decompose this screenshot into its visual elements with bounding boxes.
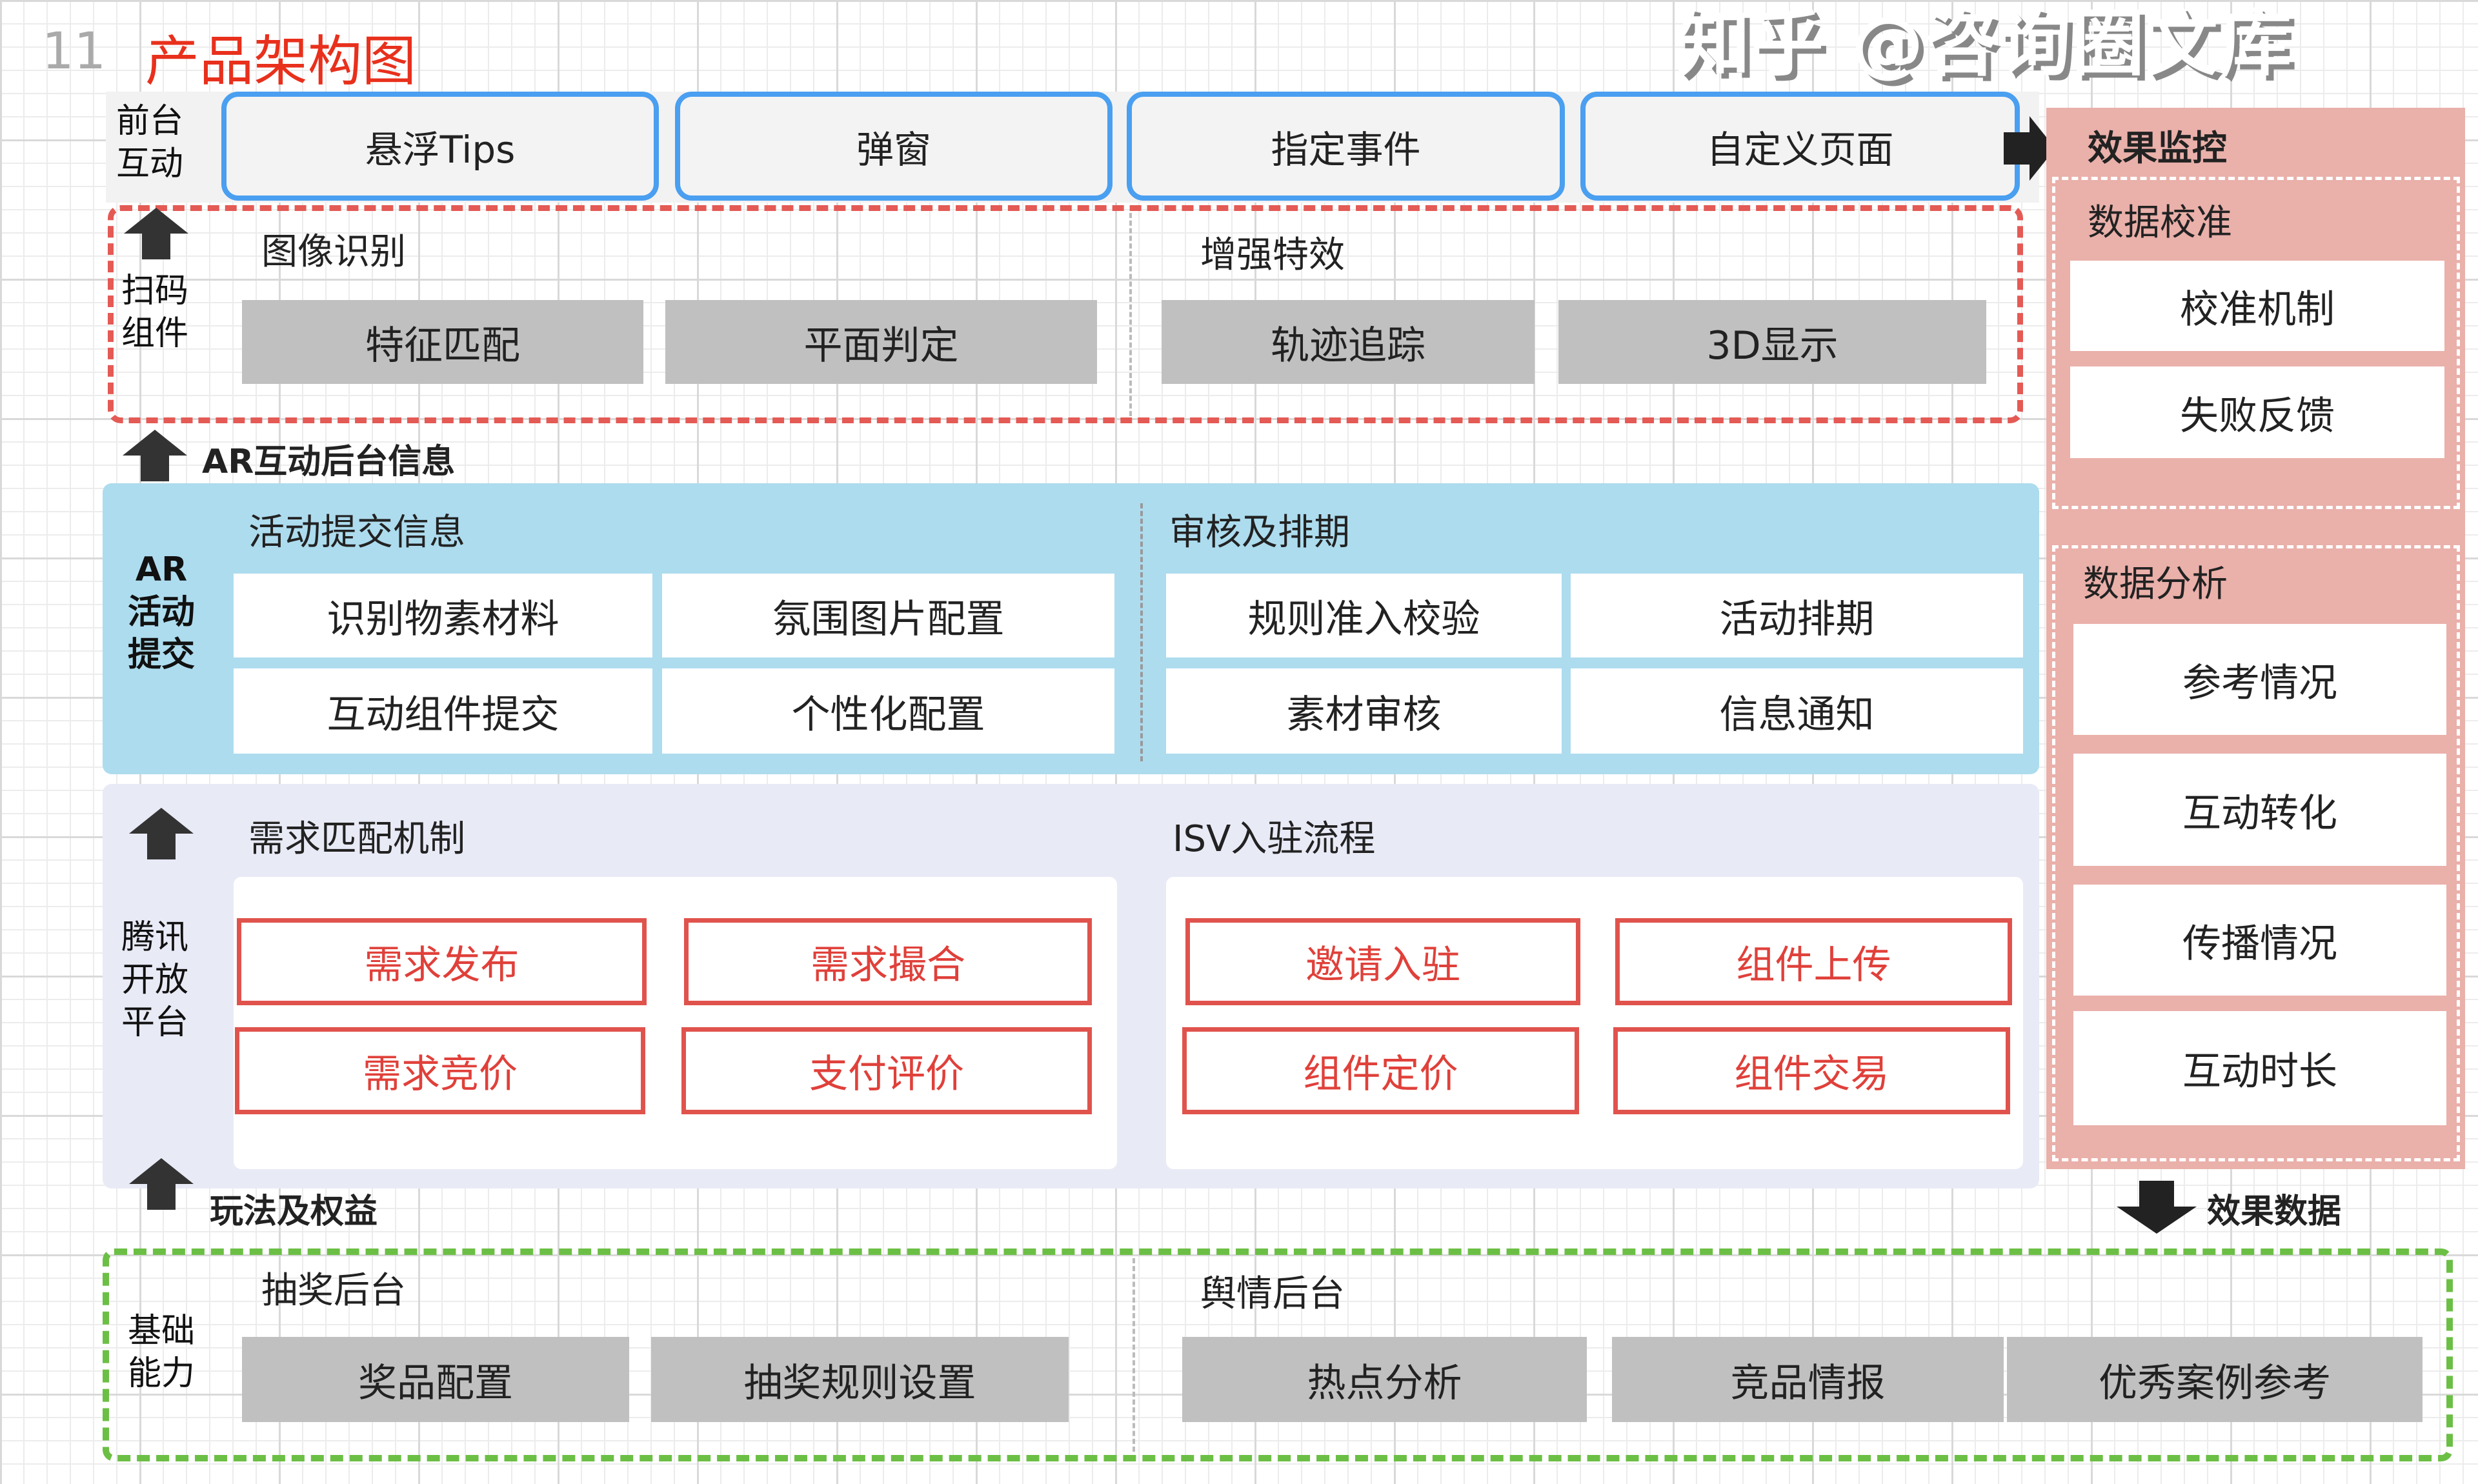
scan-item: 特征匹配 <box>242 300 643 384</box>
divider <box>1140 503 1143 761</box>
watermark: 知乎 @咨询圈文库 <box>1678 2 2293 86</box>
ar-item: 互动组件提交 <box>234 668 652 754</box>
ar-group2-title: 审核及排期 <box>1169 512 1350 554</box>
ar-label: AR活动提交 <box>127 550 195 674</box>
front-item-tips[interactable]: 悬浮Tips <box>221 92 659 201</box>
calib-group <box>2052 177 2460 509</box>
scan-box <box>108 205 2023 423</box>
open-item: 支付评价 <box>681 1027 1092 1114</box>
ar-item: 活动排期 <box>1571 574 2023 657</box>
effect-data-label: 效果数据 <box>2207 1192 2342 1231</box>
scan-label: 扫码组件 <box>121 272 189 353</box>
open-item: 需求竞价 <box>235 1027 645 1114</box>
analysis-item: 互动转化 <box>2073 754 2446 866</box>
scan-group1-title: 图像识别 <box>261 231 406 273</box>
analysis-item: 传播情况 <box>2073 885 2446 996</box>
page-number: 11 <box>42 23 106 81</box>
ar-info-label: AR互动后台信息 <box>202 443 456 481</box>
calib-item: 失败反馈 <box>2070 366 2444 458</box>
arrow-up-icon <box>129 1158 194 1210</box>
calib-item: 校准机制 <box>2070 261 2444 351</box>
base-group2-title: 舆情后台 <box>1200 1273 1345 1315</box>
ar-item: 个性化配置 <box>662 668 1114 754</box>
front-item-event[interactable]: 指定事件 <box>1127 92 1565 201</box>
open-item: 组件上传 <box>1615 918 2012 1005</box>
scan-item: 平面判定 <box>665 300 1097 384</box>
arrow-up-icon <box>129 808 194 859</box>
ar-item: 规则准入校验 <box>1166 574 1562 657</box>
analysis-group <box>2052 545 2460 1161</box>
analysis-item: 互动时长 <box>2073 1011 2446 1125</box>
arrow-up-icon <box>124 208 188 259</box>
ar-item: 信息通知 <box>1571 668 2023 754</box>
base-item: 优秀案例参考 <box>2007 1337 2423 1422</box>
base-group1-title: 抽奖后台 <box>261 1270 406 1312</box>
open-group1-title: 需求匹配机制 <box>248 818 465 860</box>
scan-item: 轨迹追踪 <box>1162 300 1535 384</box>
play-label: 玩法及权益 <box>210 1192 378 1231</box>
scan-group2-title: 增强特效 <box>1200 234 1345 276</box>
page-title: 产品架构图 <box>145 30 417 93</box>
ar-item: 氛围图片配置 <box>662 574 1114 657</box>
base-item: 抽奖规则设置 <box>651 1337 1069 1422</box>
front-item-popup[interactable]: 弹窗 <box>675 92 1113 201</box>
open-group2-title: ISV入驻流程 <box>1173 818 1376 860</box>
ar-group1-title: 活动提交信息 <box>248 512 465 554</box>
open-item: 需求撮合 <box>684 918 1092 1005</box>
ar-item: 识别物素材料 <box>234 574 652 657</box>
base-box <box>103 1248 2453 1461</box>
divider <box>1133 1258 1135 1452</box>
base-item: 竞品情报 <box>1612 1337 2004 1422</box>
analysis-title: 数据分析 <box>2083 563 2228 605</box>
scan-item: 3D显示 <box>1558 300 1986 384</box>
arrow-right-icon <box>2004 116 2055 181</box>
calib-title: 数据校准 <box>2088 202 2232 244</box>
base-item: 奖品配置 <box>242 1337 629 1422</box>
arrow-up-icon <box>123 430 187 481</box>
open-item: 需求发布 <box>237 918 647 1005</box>
base-label: 基础能力 <box>127 1312 195 1393</box>
open-item: 组件交易 <box>1613 1027 2010 1114</box>
open-platform-label: 腾讯开放平台 <box>121 918 188 1042</box>
divider <box>1129 213 1132 416</box>
front-item-custom-page[interactable]: 自定义页面 <box>1580 92 2020 201</box>
analysis-item: 参考情况 <box>2073 624 2446 735</box>
base-item: 热点分析 <box>1182 1337 1587 1422</box>
open-item: 组件定价 <box>1182 1027 1579 1114</box>
monitor-title: 效果监控 <box>2088 128 2227 168</box>
ar-item: 素材审核 <box>1166 668 1562 754</box>
open-item: 邀请入驻 <box>1185 918 1580 1005</box>
arrow-down-icon <box>2117 1181 2197 1234</box>
front-label: 前台互动 <box>116 102 184 183</box>
